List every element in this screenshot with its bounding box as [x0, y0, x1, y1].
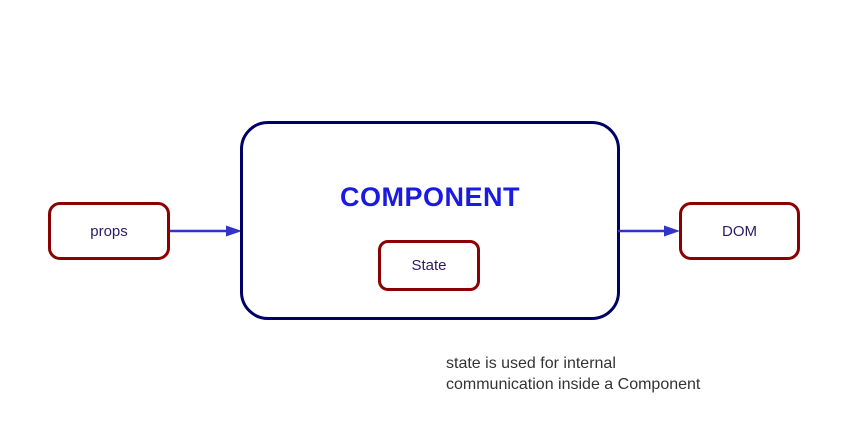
node-dom-label: DOM	[722, 222, 757, 240]
arrow-right-icon	[170, 225, 242, 237]
component-title: COMPONENT	[340, 182, 520, 212]
node-props-label: props	[90, 222, 128, 240]
node-props[interactable]: props	[48, 202, 170, 260]
arrow-right-icon	[618, 225, 680, 237]
diagram-caption: state is used for internal communication…	[446, 355, 701, 393]
arrow-component-to-dom	[618, 224, 680, 238]
node-state-label: State	[411, 257, 447, 274]
node-state[interactable]: State	[378, 240, 480, 291]
arrow-props-to-component	[170, 224, 242, 238]
node-dom[interactable]: DOM	[679, 202, 800, 260]
